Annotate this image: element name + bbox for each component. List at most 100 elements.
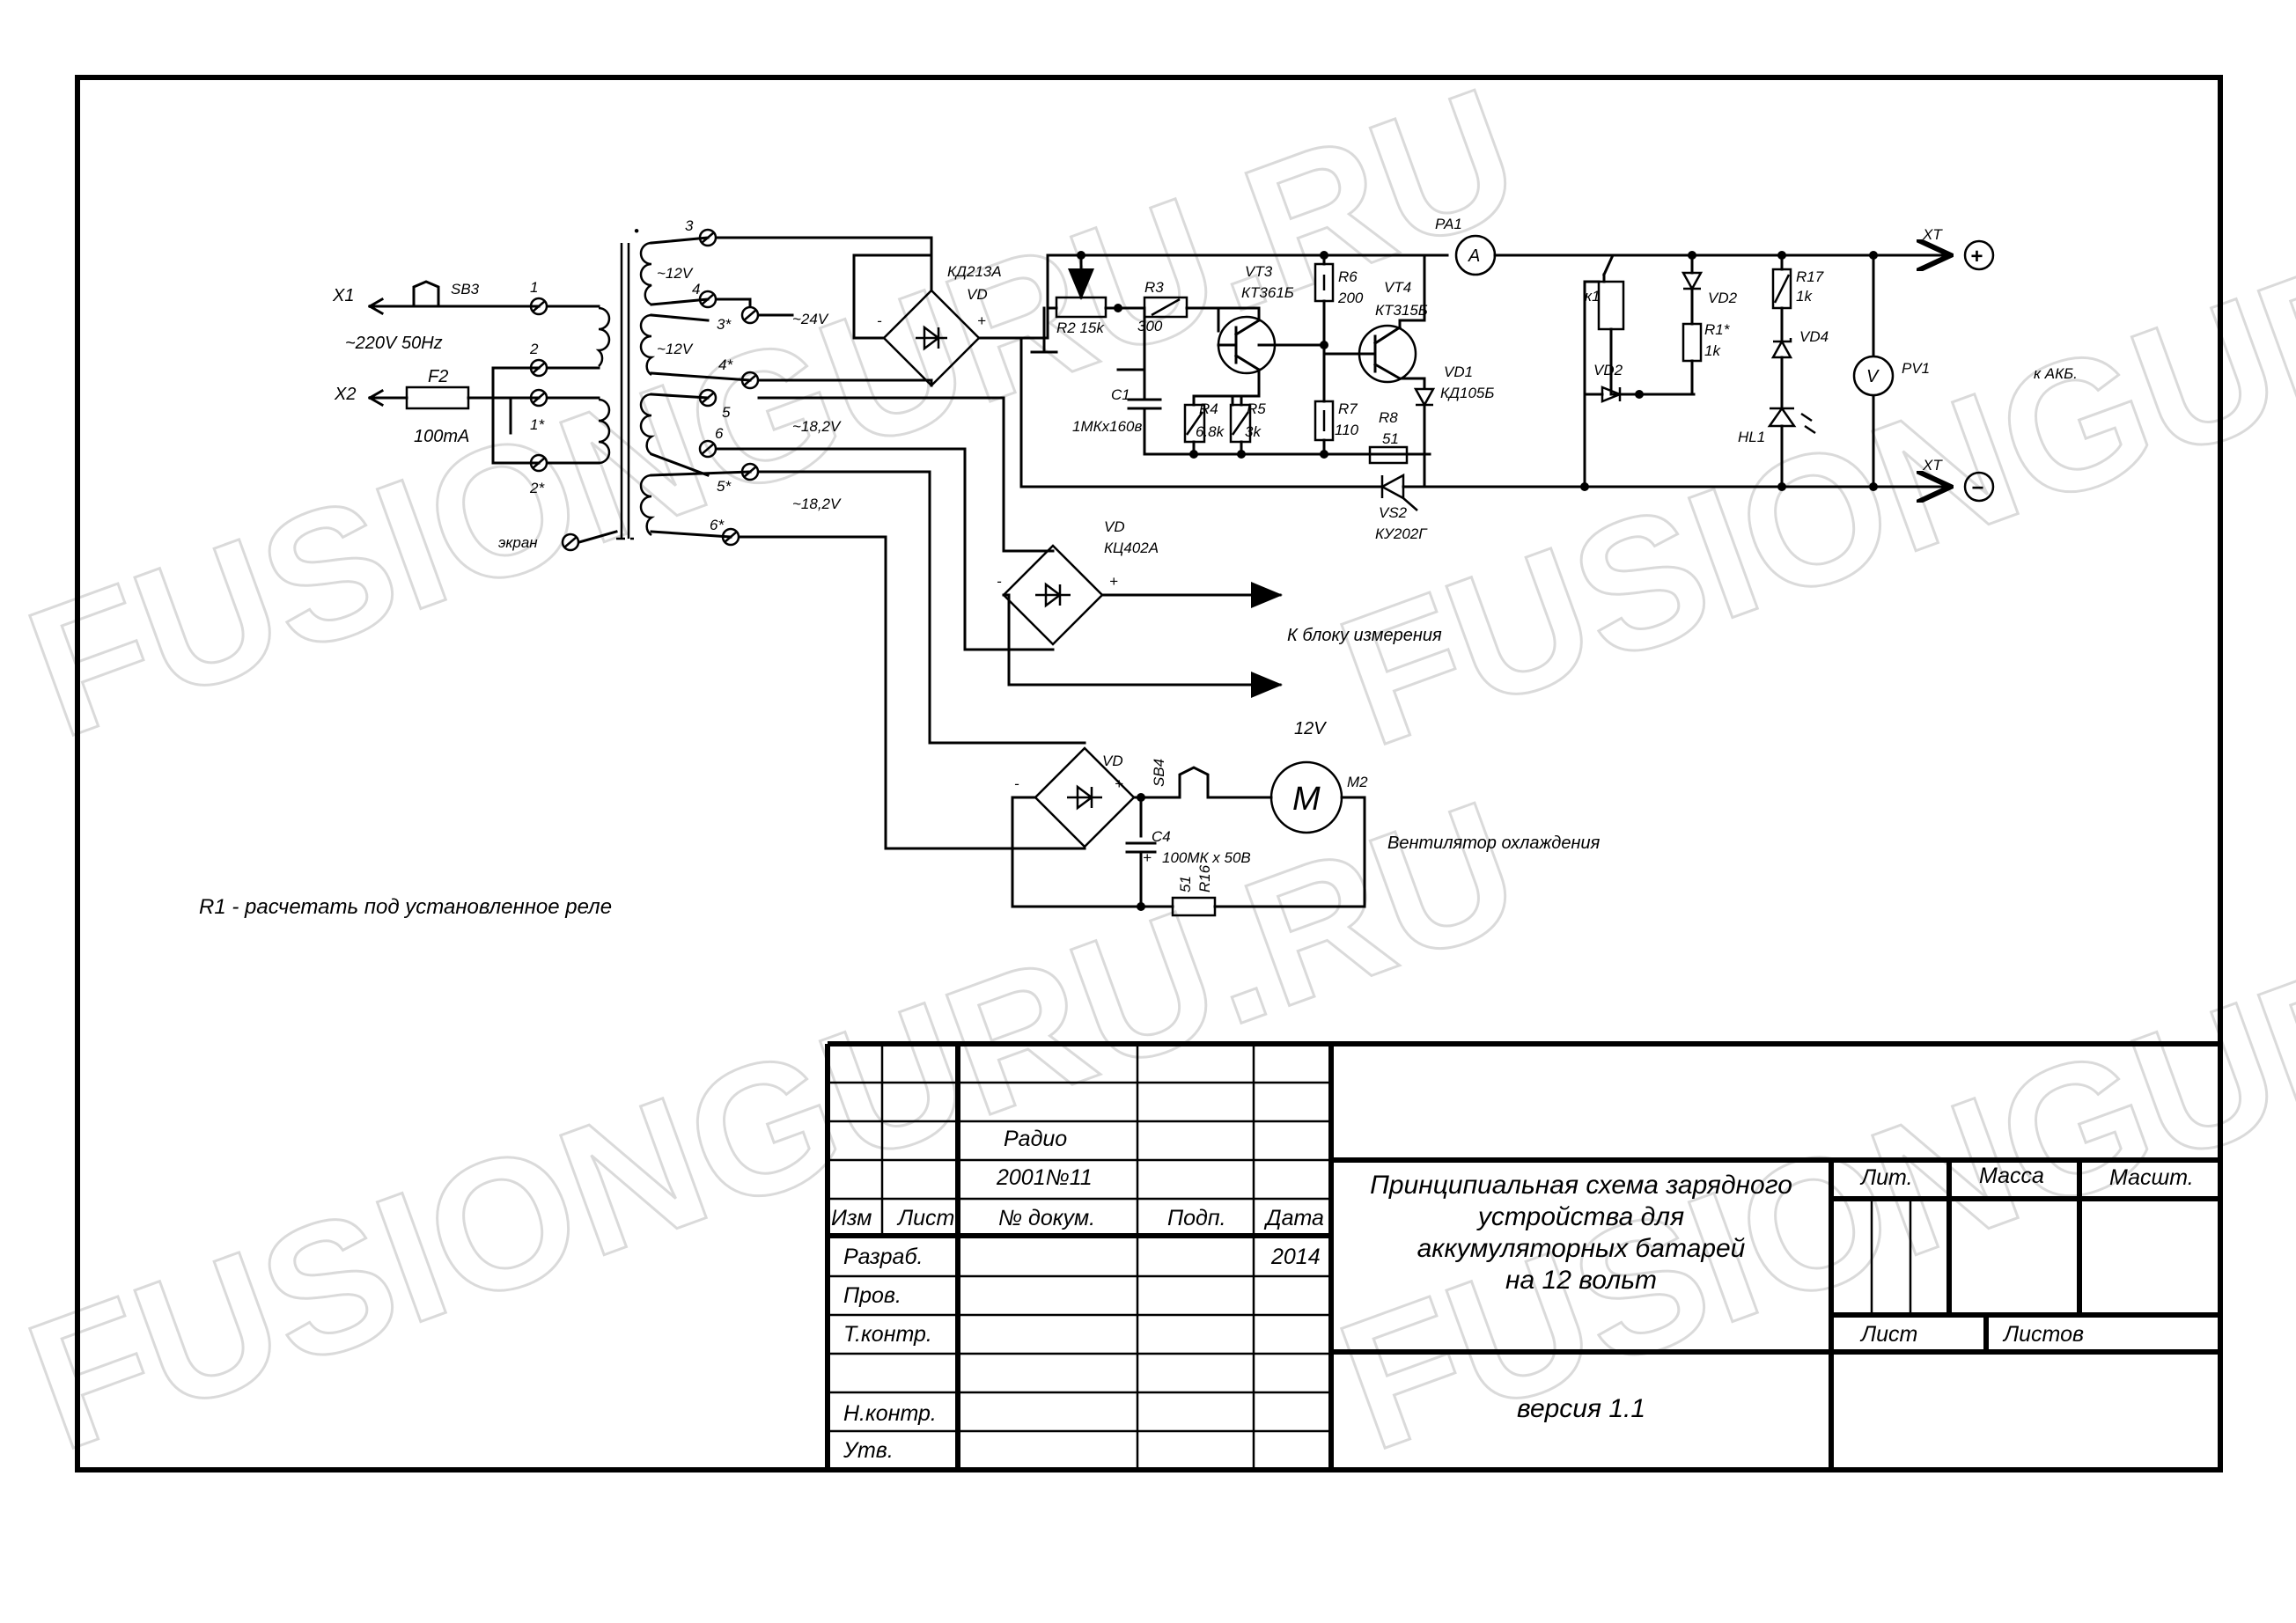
sb4-label: SB4 bbox=[1151, 759, 1167, 787]
r5-value-label: 3k bbox=[1245, 423, 1262, 440]
pin-4-label: 4 bbox=[692, 281, 700, 297]
row-nkontr: Н.контр. bbox=[843, 1401, 937, 1426]
title-line-1: Принципиальная схема зарядного bbox=[1370, 1171, 1792, 1200]
vd1-label: VD1 bbox=[1444, 364, 1473, 380]
v12a-label: ~12V bbox=[657, 265, 694, 282]
year-label: 2014 bbox=[1270, 1245, 1321, 1269]
scale-label: Масшт. bbox=[2109, 1165, 2194, 1190]
pv1-label: PV1 bbox=[1902, 360, 1930, 377]
r8-label: R8 bbox=[1379, 409, 1398, 426]
bridge-meas-minus: - bbox=[997, 573, 1002, 590]
k1-label: к1 bbox=[1585, 288, 1600, 305]
watermark-text-1: FUSIONGURU.RU bbox=[4, 48, 1542, 776]
sheets-label: Листов bbox=[2002, 1322, 2084, 1347]
f2-label: F2 bbox=[428, 367, 448, 386]
row-prov: Пров. bbox=[843, 1283, 901, 1308]
pin-6-label: 6 bbox=[715, 425, 724, 442]
r8-resistor bbox=[1368, 445, 1409, 465]
r3-value-label: 300 bbox=[1137, 318, 1163, 334]
col-list: Лист bbox=[896, 1206, 954, 1230]
c4-label: C4 bbox=[1152, 828, 1171, 845]
r17-value-label: 1k bbox=[1796, 288, 1813, 305]
transformer-t1: • ~12V ~12V bbox=[595, 223, 694, 540]
ammeter-symbol: A bbox=[1468, 246, 1480, 266]
lit-label: Лит. bbox=[1859, 1165, 1913, 1190]
r16-value-label: 51 bbox=[1177, 876, 1194, 892]
r6-label: R6 bbox=[1338, 268, 1358, 285]
pin-2-label: 2 bbox=[529, 341, 539, 357]
pin-6s-label: 6* bbox=[710, 517, 725, 533]
regulator: R2 15k R3 300 VT3 КТ361Б C1 1МКx160в R4 … bbox=[1019, 251, 1494, 542]
vd4-label: VD4 bbox=[1799, 328, 1829, 345]
title-line-4: на 12 вольт bbox=[1505, 1266, 1657, 1295]
vt4-ref-label: КТ315Б bbox=[1375, 302, 1428, 319]
source-label: Радио bbox=[1004, 1127, 1067, 1151]
r7-value-label: 110 bbox=[1335, 422, 1359, 438]
bridge-main-minus: - bbox=[877, 312, 882, 329]
r5-label: R5 bbox=[1247, 400, 1266, 417]
pin-1s-label: 1* bbox=[530, 416, 545, 433]
xt-minus-label: XT bbox=[1922, 457, 1943, 474]
x2-label: X2 bbox=[334, 385, 356, 404]
bridge-fan-vd-label: VD bbox=[1102, 753, 1123, 769]
r1-label: R1* bbox=[1704, 321, 1731, 338]
x1-label: X1 bbox=[332, 286, 354, 305]
m2-label: M2 bbox=[1347, 774, 1368, 790]
dot-marker: • bbox=[634, 223, 639, 239]
r1-value-label: 1k bbox=[1704, 342, 1721, 359]
pa1-label: PA1 bbox=[1435, 216, 1462, 232]
pin-1-label: 1 bbox=[530, 279, 538, 296]
r16-label: R16 bbox=[1196, 864, 1213, 892]
bridge-main: КД213А VD - + bbox=[715, 236, 1058, 387]
voltmeter-symbol: V bbox=[1866, 367, 1880, 386]
r6-value-label: 200 bbox=[1337, 290, 1364, 306]
r4-label: R4 bbox=[1199, 400, 1218, 417]
drawing-frame bbox=[75, 75, 2223, 1472]
screen-label: экран bbox=[498, 534, 538, 551]
bridge-fan-plus: + bbox=[1115, 775, 1123, 792]
v182a-label: ~18,2V bbox=[792, 418, 842, 435]
bridge-main-vd-label: VD bbox=[967, 286, 988, 303]
v12b-label: ~12V bbox=[657, 341, 694, 357]
vd1-ref-label: КД105Б bbox=[1440, 385, 1494, 401]
bridge-measurement: VD КЦ402А + - К блоку измерения bbox=[715, 396, 1442, 685]
r2-label: R2 15k bbox=[1056, 319, 1105, 336]
r1-note: R1 - расчетать под установленное реле bbox=[199, 895, 612, 919]
c1-label: C1 bbox=[1111, 386, 1130, 403]
vt4-label: VT4 bbox=[1384, 279, 1411, 296]
xt-plus-label: XT bbox=[1922, 226, 1943, 243]
motor-letter: M bbox=[1292, 781, 1321, 818]
measurement-dest-label: К блоку измерения bbox=[1287, 626, 1442, 645]
vd2b-label: VD2 bbox=[1708, 290, 1738, 306]
relay-coil-k1 bbox=[1597, 280, 1625, 331]
v24-label: ~24V bbox=[792, 311, 829, 327]
r1-resistor bbox=[1682, 322, 1703, 363]
mass-label: Масса bbox=[1979, 1164, 2044, 1188]
fan-voltage-label: 12V bbox=[1294, 719, 1327, 738]
col-doc: № докум. bbox=[998, 1206, 1095, 1230]
hl1-label: HL1 bbox=[1738, 429, 1765, 445]
fan-label: Вентилятор охлаждения bbox=[1387, 834, 1601, 853]
minus-sign: − bbox=[1971, 476, 1983, 500]
secondary-terminals: 3 4 3* 4* 5 6 5* 6* ~24V ~18,2V ~18,2V bbox=[650, 217, 842, 547]
f2-value-label: 100mA bbox=[414, 427, 469, 446]
bridge-meas-plus: + bbox=[1109, 573, 1118, 590]
row-utv: Утв. bbox=[843, 1438, 894, 1463]
pin-4s-label: 4* bbox=[718, 356, 733, 373]
bridge-fan: VD + - 12V SB4 M M2 Вентилятор охлаждени… bbox=[738, 470, 1601, 917]
issue-label: 2001№11 bbox=[996, 1165, 1093, 1190]
vt3-ref-label: КТ361Б bbox=[1241, 284, 1294, 301]
version-label: версия 1.1 bbox=[1517, 1394, 1645, 1423]
pin-3s-label: 3* bbox=[717, 316, 732, 333]
sheet-label: Лист bbox=[1859, 1322, 1917, 1347]
kc402a-label: КЦ402А bbox=[1104, 540, 1159, 556]
v182b-label: ~18,2V bbox=[792, 496, 842, 512]
bridge-main-plus: + bbox=[977, 312, 986, 329]
r3-label: R3 bbox=[1144, 279, 1164, 296]
sb3-label: SB3 bbox=[451, 281, 480, 297]
output-stage: A PA1 к1 VD2 VD2 R1* 1k R17 1k bbox=[1423, 216, 2078, 501]
col-date: Дата bbox=[1263, 1206, 1324, 1230]
c4-plus: + bbox=[1143, 849, 1152, 866]
vd2a-label: VD2 bbox=[1593, 362, 1623, 378]
pin-2s-label: 2* bbox=[529, 480, 545, 496]
